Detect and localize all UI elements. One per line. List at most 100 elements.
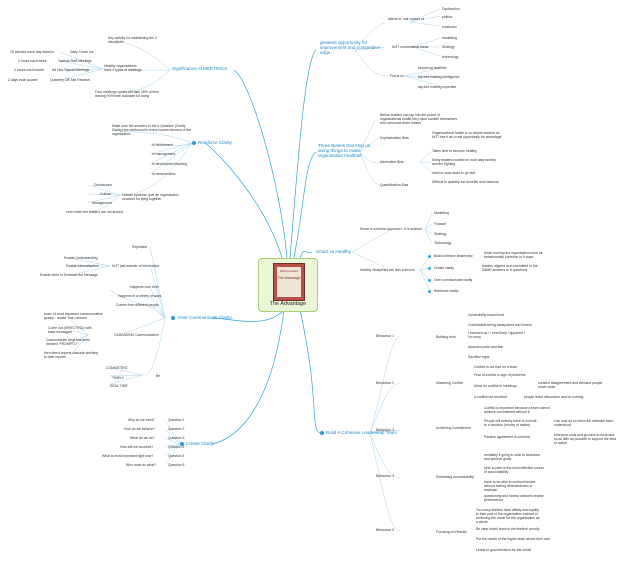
overcomm-happens: Comes from different people — [116, 303, 159, 307]
meeting-name: Ad Hoc Topical Meetings — [52, 68, 90, 72]
healthy-item: Over communicate clarity — [434, 278, 473, 282]
cascade-item: Come out (DIRECTING) with base messages — [48, 326, 92, 334]
branch-overcommunicate[interactable]: Over Communicate Clarity — [178, 315, 232, 320]
branch-meetings[interactable]: Significance of MEETINGS — [172, 66, 228, 71]
behaviour-item: questioning and honest answers enable pe… — [484, 494, 544, 502]
attend-item: confusion — [442, 25, 457, 29]
behaviour-item: Vulnerability based trust — [468, 313, 505, 317]
behaviour-item: Be clear which team is the leaders' prio… — [476, 527, 540, 531]
be-item: TIMELY — [112, 376, 124, 380]
bias-desc: Many leaders hooked on rush daily activi… — [432, 158, 496, 166]
central-topic[interactable]: Patrick Lencioni The Advantage The Advan… — [258, 258, 318, 312]
healthy-dot — [428, 290, 431, 293]
question-number: Question 2 — [168, 427, 185, 431]
healthy-dot — [428, 279, 431, 282]
healthy-dot — [428, 267, 431, 270]
healthy-item: Build cohesive leadership — [434, 254, 473, 258]
meetings-key: Key activity for maintaining the 4 disci… — [108, 36, 157, 44]
be-item: REAL TIME — [110, 384, 128, 388]
bias-desc: need to slow down to go fast — [432, 171, 475, 175]
reinforce-sub: Culture — [100, 192, 111, 196]
reinforce-sub: Management — [92, 201, 112, 205]
book-cover-image: Patrick Lencioni The Advantage — [273, 263, 305, 301]
book-title: The Advantage — [277, 276, 301, 280]
meeting-name: Quarterly Off-Site Reviews — [50, 78, 91, 82]
notconv-item: marketing — [442, 36, 457, 40]
cascade-item: Communicate what has been decided 'PROMP… — [46, 338, 90, 346]
branch-create-clarity[interactable]: Create Clarity — [186, 441, 215, 446]
question-text: How do we behave? — [124, 427, 155, 431]
reinforce-item: in development/training — [152, 162, 188, 166]
behaviour-name: Focusing on Results — [436, 530, 467, 534]
behaviour-number: Behaviour 2 — [376, 381, 395, 385]
behaviour-item: I screwed up / I need help / apparent / … — [468, 331, 525, 339]
healthy-line: Healthy disciplines are less common — [360, 268, 415, 272]
healthy-note: those running the organisation must be b… — [484, 251, 543, 259]
bias-name: Sophistication Bias — [380, 136, 409, 140]
healthy-note: leaders aligned and committed to the SAM… — [482, 264, 538, 272]
smart-item: Finance — [434, 222, 447, 226]
behaviour-item: Passive agreement is common — [484, 435, 531, 439]
behaviour-note: everyone nods and go back to work and so… — [554, 433, 617, 445]
behaviour-item: Put the needs of the higher team above t… — [476, 537, 551, 541]
bias-desc: Takes time to become healthy — [432, 149, 477, 153]
question-text: Why do we exist? — [128, 418, 155, 422]
behaviour-item: Fear of conflict is sign of problems — [474, 373, 526, 377]
biases-before: Before leaders can tap into the power of… — [380, 113, 458, 125]
behaviour-note: people leave discussion and do nothing — [524, 395, 584, 399]
branch-three-biases[interactable]: Three Biases that stop us doing things t… — [318, 143, 371, 159]
overcomm-be: Be — [156, 374, 161, 378]
healthy-dot — [428, 255, 431, 258]
behaviour-name: Building trust — [436, 335, 456, 339]
behaviour-name: Achieving Commitment — [436, 426, 471, 430]
overcomm-happens: Happens in a variety of ways — [118, 294, 162, 298]
meeting-when: 2 days each quarter — [8, 78, 38, 82]
overcomm-enable: Enable other to Embrace the Message — [40, 273, 98, 277]
behaviour-item: Leads to good decision for the whole — [476, 548, 532, 552]
question-text: What do we do? — [130, 436, 155, 440]
branch-dot — [171, 316, 175, 320]
branch-cohesive-team[interactable]: Build A Cohesive Leadership Team — [326, 430, 397, 435]
greatest-focus: Focus on — [390, 74, 404, 78]
meeting-name: Tactical Staff Meetings — [58, 59, 92, 63]
overcomm-notjust: NOT just transfer of information — [112, 264, 160, 268]
behaviour-item: remiately if going to stick to decisions… — [484, 453, 540, 461]
branch-smart-vs-healthy[interactable]: Smart vs Healthy — [316, 249, 351, 254]
behaviour-note: constrct disagreement and demand people … — [538, 381, 603, 389]
be-item: CONSISTENT — [106, 366, 128, 370]
question-number: Question 3 — [168, 436, 185, 440]
question-text: Who must do what? — [126, 463, 156, 467]
bias-desc: Difficult to quantify the benefits and m… — [432, 180, 499, 184]
behaviour-item: Conflict is not bad for a team — [474, 365, 518, 369]
meetings-healthy: Healthy organisations have 4 types of me… — [104, 64, 142, 72]
healthy-item: Reinforce clarity — [434, 289, 459, 293]
behaviour-item: People will actively have to commit to a… — [484, 419, 537, 427]
focus-item: becoming healthier — [418, 66, 447, 70]
reinforce-item: in recruitment — [152, 143, 173, 147]
notconv-item: Strategy — [442, 45, 455, 49]
reinforce-absent: even when the leaders are not around — [66, 210, 124, 214]
behaviour-item: Conflict is important because a team can… — [484, 406, 550, 414]
bias-desc: Organisational health is so simple leade… — [432, 131, 502, 139]
overcomm-enable: Enable Internalisation — [66, 264, 99, 268]
smart-line: Smart is common approach - it is science — [360, 227, 422, 231]
behaviour-item: Allow for conflict in meetings — [474, 384, 517, 388]
focus-item: tap into existing intelligence — [418, 75, 460, 79]
overcomm-enable: Enable Understanding — [64, 256, 98, 260]
reinforce-item: in management — [152, 152, 176, 156]
reinforce-item: in remuneration — [152, 172, 176, 176]
bias-name: Adrenaline Bias — [380, 160, 404, 164]
meeting-when: 2 hours each week — [18, 59, 47, 63]
question-text: What is most important right now? — [102, 454, 154, 458]
cascade-item: then direct reports cascade similarly to… — [44, 351, 99, 359]
branch-reinforce[interactable]: Reinforce Clarity — [198, 140, 232, 145]
question-text: How will we succeed? — [120, 445, 154, 449]
branch-greatest-opportunity[interactable]: greatest opportunity for improvement and… — [320, 40, 381, 56]
branch-dot — [192, 141, 196, 145]
smart-item: Technology — [434, 241, 452, 245]
behaviour-number: Behaviour 4 — [376, 474, 395, 478]
greatest-attend: attend to: lost causes of — [388, 17, 424, 21]
branch-dot — [180, 442, 184, 446]
question-number: Question 6 — [168, 463, 185, 467]
